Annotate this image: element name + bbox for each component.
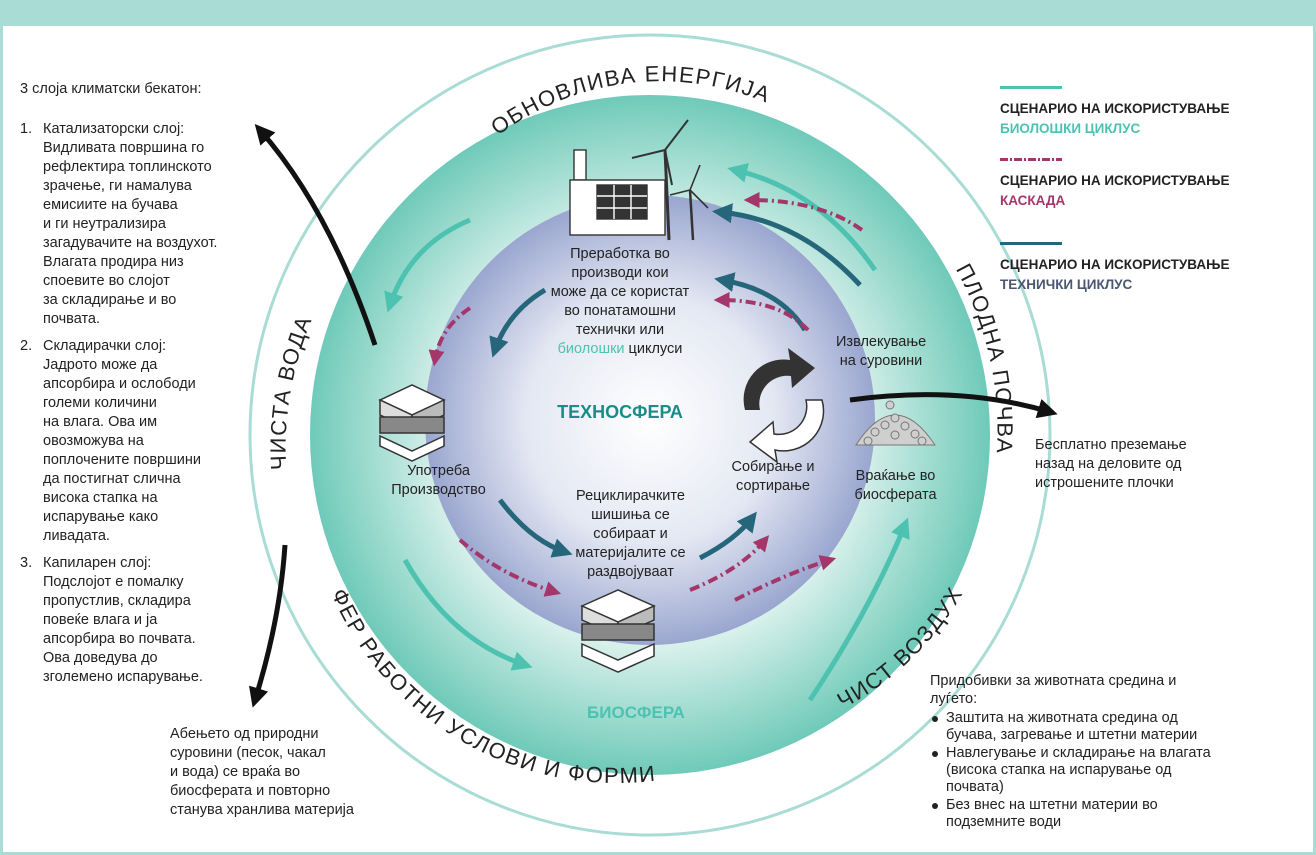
- svg-text:во понатамошни: во понатамошни: [564, 303, 676, 319]
- return-nature-text: Абењето од природни суровини (песок, чак…: [170, 726, 354, 818]
- benefits-list: Заштита на животната средина од бучава, …: [930, 710, 1270, 831]
- biological-cycle-arrows: [384, 163, 910, 702]
- layer-item: 1.Катализаторски слој: Видливата површин…: [20, 121, 218, 327]
- layer-item: 3.Капиларен слој: Подслојот е помалку пр…: [20, 555, 203, 685]
- benefit-item: Заштита на животната средина од бучава, …: [930, 710, 1270, 744]
- technosphere-circle: [425, 195, 875, 645]
- legend-technical: СЦЕНАРИО НА ИСКОРИСТУВАЊЕ ТЕХНИЧКИ ЦИКЛУ…: [1000, 242, 1310, 295]
- processing-text: Преработка во производи кои може да се к…: [551, 246, 690, 357]
- extraction-label: Извлекување на суровини: [836, 334, 927, 369]
- legend-line-cascade: [1000, 158, 1062, 161]
- collect-sort-label: Собирање и сортирање: [731, 459, 815, 494]
- svg-text:технички или: технички или: [576, 322, 664, 338]
- recycling-label: Рециклирачките шишиња се собираат и мате…: [575, 488, 686, 580]
- benefits-title: Придобивки за животната средина и луѓето…: [930, 673, 1177, 707]
- svg-text:може да се користат: може да се користат: [551, 284, 690, 300]
- legend-biological: СЦЕНАРИО НА ИСКОРИСТУВАЊЕ БИОЛОШКИ ЦИКЛУ…: [1000, 86, 1310, 139]
- tile-stack-icon-left: [378, 384, 446, 462]
- use-production-label: Употреба Производство: [391, 463, 486, 498]
- legend-line-biological: [1000, 86, 1062, 89]
- benefits-block: Придобивки за животната средина и луѓето…: [930, 672, 1270, 832]
- recycle-icon: [743, 348, 825, 464]
- legend-cascade: СЦЕНАРИО НА ИСКОРИСТУВАЊЕ КАСКАДА: [1000, 158, 1310, 211]
- technosphere-label: ТЕХНОСФЕРА: [557, 402, 683, 422]
- benefit-item: Навлегување и складирање на влагата (вис…: [930, 745, 1270, 796]
- svg-text:Преработка во: Преработка во: [570, 246, 670, 262]
- return-biosphere-label: Враќање во биосферата: [854, 468, 937, 503]
- tile-stack-icon-bottom: [580, 589, 656, 673]
- take-back-text: Бесплатно преземање назад на деловите од…: [1035, 437, 1187, 491]
- factory-wind-icon: [569, 119, 709, 241]
- svg-text:производи кои: производи кои: [571, 265, 668, 281]
- technical-cycle-arrows: [489, 203, 862, 561]
- svg-text:биолошки циклуси: биолошки циклуси: [558, 341, 683, 357]
- legend-line-technical: [1000, 242, 1062, 245]
- benefit-item: Без внес на штетни материи во подземните…: [930, 797, 1270, 831]
- layers-title: 3 слоја климатски бекатон:: [20, 81, 202, 97]
- gravel-pile-icon: [855, 400, 936, 446]
- layers-list: 1.Катализаторски слој: Видливата површин…: [20, 120, 280, 694]
- layer-item: 2.Складирачки слој: Јадрото може да апсо…: [20, 338, 201, 544]
- biosphere-label: БИОСФЕРА: [587, 703, 685, 722]
- cascade-arrows: [428, 192, 864, 602]
- output-arrows: [249, 123, 1058, 708]
